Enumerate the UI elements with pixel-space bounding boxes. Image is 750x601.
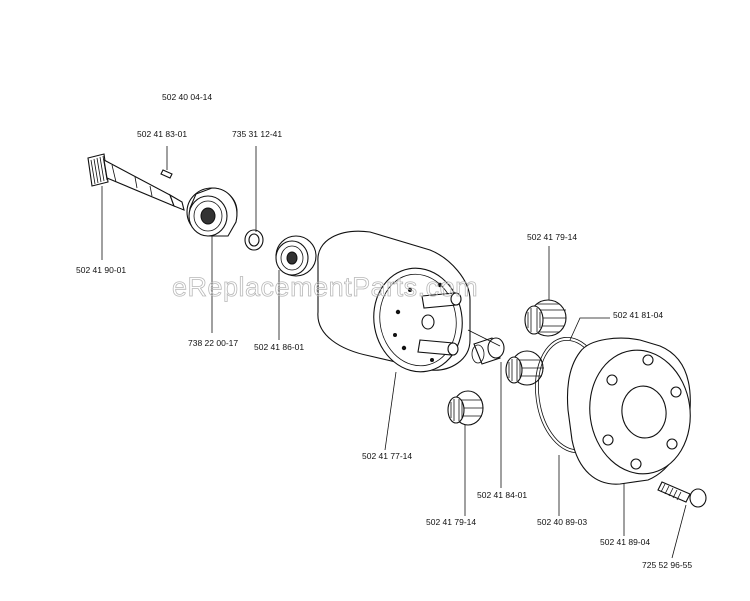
part-label-502-41-90-01[interactable]: 502 41 90-01 — [76, 265, 126, 275]
gear-middle-part — [505, 350, 544, 386]
drum-housing-part — [317, 230, 471, 373]
bearing-small-part — [275, 235, 317, 277]
retaining-ring-part — [244, 229, 264, 251]
bearing-large-part — [186, 187, 238, 237]
gear-top-part — [524, 299, 567, 337]
cover-cup-part — [566, 337, 691, 485]
gear-bottom-part — [447, 390, 484, 426]
part-label-738-22-00-17[interactable]: 738 22 00-17 — [188, 338, 238, 348]
part-label-725-52-96-55[interactable]: 725 52 96-55 — [642, 560, 692, 570]
bolt-part — [657, 481, 707, 508]
watermark-text: eReplacementParts.com — [172, 272, 478, 302]
bushing-part — [471, 337, 505, 365]
part-label-502-41-84-01[interactable]: 502 41 84-01 — [477, 490, 527, 500]
part-label-735-31-12-41[interactable]: 735 31 12-41 — [232, 129, 282, 139]
part-label-502-41-81-04[interactable]: 502 41 81-04 — [613, 310, 663, 320]
part-label-502-41-86-01[interactable]: 502 41 86-01 — [254, 342, 304, 352]
part-label-502-40-89-03[interactable]: 502 40 89-03 — [537, 517, 587, 527]
part-label-502-41-83-01[interactable]: 502 41 83-01 — [137, 129, 187, 139]
leader-lines — [101, 146, 687, 559]
part-label-502-41-89-04[interactable]: 502 41 89-04 — [600, 537, 650, 547]
part-label-502-41-79-14-bottom[interactable]: 502 41 79-14 — [426, 517, 476, 527]
part-label-502-41-77-14[interactable]: 502 41 77-14 — [362, 451, 412, 461]
shaft-part — [87, 153, 185, 211]
part-label-502-41-79-14-top[interactable]: 502 41 79-14 — [527, 232, 577, 242]
part-label-502-40-04-14[interactable]: 502 40 04-14 — [162, 92, 212, 102]
